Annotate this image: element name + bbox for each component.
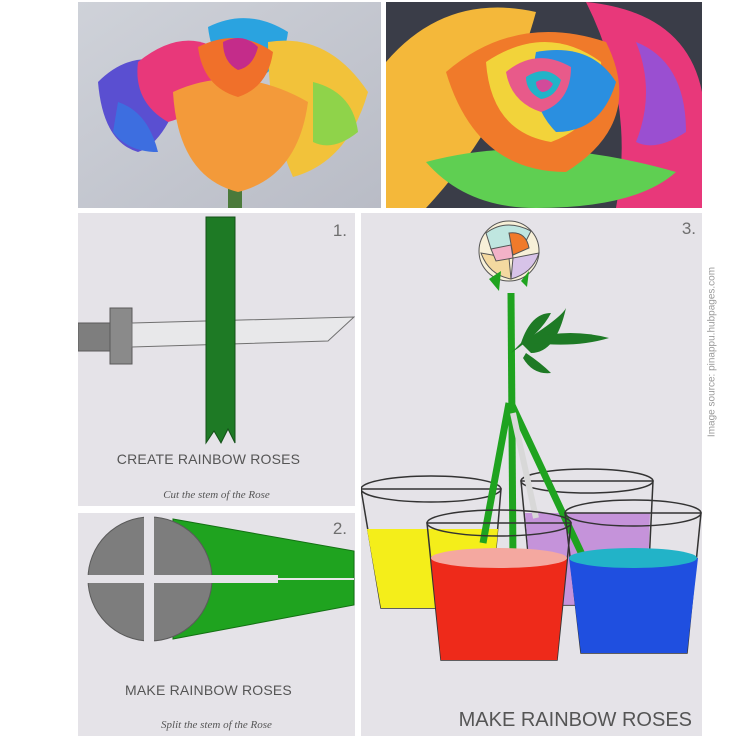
step-subtitle: Cut the stem of the Rose xyxy=(163,489,270,501)
step-subtitle: Split the stem of the Rose xyxy=(161,719,272,731)
step-number: 2. xyxy=(332,519,347,538)
leaf xyxy=(531,333,609,345)
step-title: MAKE RAINBOW ROSES xyxy=(458,709,692,731)
stem-split-right xyxy=(507,401,590,565)
step-title: CREATE RAINBOW ROSES xyxy=(116,451,301,467)
rainbow-rose-photo-closeup xyxy=(386,2,702,208)
knife-bolster xyxy=(109,307,133,365)
step-2-panel: 2. MAKE RAINBOW ROSES Split the stem of … xyxy=(78,513,355,736)
leaf xyxy=(521,308,566,353)
stem-split-purple xyxy=(510,412,539,519)
knife-blade xyxy=(131,316,355,348)
cross-cut-horizontal xyxy=(86,575,278,583)
step-number: 3. xyxy=(681,219,696,238)
leaf xyxy=(523,353,551,374)
step-number: 1. xyxy=(332,221,347,240)
step-title: MAKE RAINBOW ROSES xyxy=(125,682,292,698)
rose-stem-cut xyxy=(205,216,236,445)
knife-handle xyxy=(78,322,115,352)
step-3-panel: 3. MAKE RAINBOW ROSES xyxy=(361,213,702,736)
image-credit: Image source: pinappu.hubpages.com xyxy=(706,266,718,438)
rainbow-rose-head xyxy=(478,220,540,291)
stem-main xyxy=(507,292,517,564)
rainbow-rose-photo-side xyxy=(78,2,381,208)
stem-split-left xyxy=(479,402,513,544)
step-1-panel: 1. CREATE RAINBOW ROSES Cut the stem of … xyxy=(78,213,355,506)
